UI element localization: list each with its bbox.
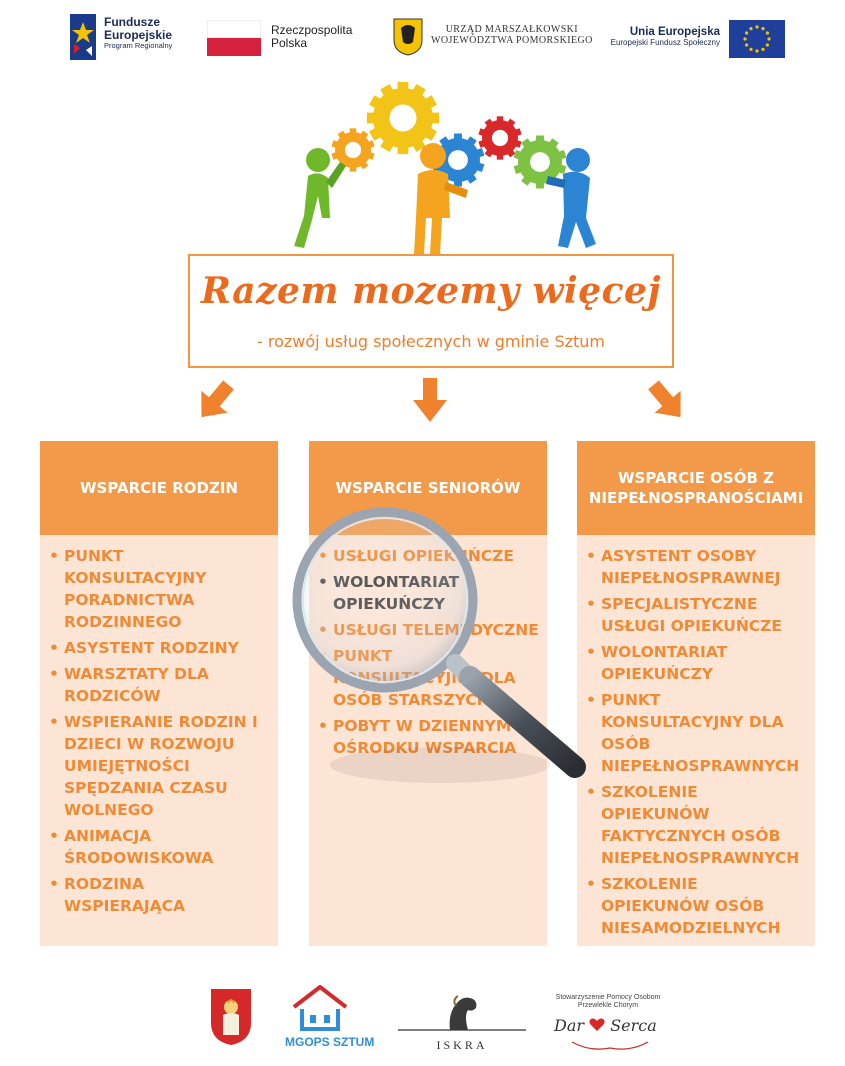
eu-star bbox=[745, 31, 749, 35]
serca-label: Serca bbox=[610, 1016, 657, 1035]
logo-fundusze-europejskie: Fundusze Europejskie Program Regionalny bbox=[70, 14, 190, 62]
logo-rzeczpospolita: Rzeczpospolita Polska bbox=[207, 18, 367, 58]
polish-flag-icon bbox=[207, 20, 261, 56]
dar-label: Dar bbox=[554, 1016, 585, 1035]
dar-serca-org-line-1: Stowarzyszenie Pomocy Osobom bbox=[555, 994, 661, 1001]
list-item: RODZINA WSPIERAJĄCA bbox=[46, 873, 270, 917]
rp-title-2: Polska bbox=[271, 36, 308, 51]
arrow-down-left-icon bbox=[201, 380, 234, 418]
arrow-down-right-icon bbox=[648, 380, 681, 418]
fe-subtitle: Program Regionalny bbox=[104, 41, 173, 51]
fe-title-2: Europejskie bbox=[104, 28, 173, 43]
list-item: ASYSTENT OSOBY NIEPEŁNOSPRAWNEJ bbox=[583, 545, 807, 589]
dar-serca-org: Stowarzyszenie Pomocy Osobom Przewlekle … bbox=[548, 994, 668, 1011]
gear-icon bbox=[478, 116, 522, 160]
um-title-2: WOJEWÓDZTWA POMORSKIEGO bbox=[431, 35, 593, 46]
eu-star bbox=[749, 47, 753, 51]
fe-star-icon bbox=[70, 14, 96, 60]
page-title: Razem mozemy więcej bbox=[201, 270, 661, 312]
list-item: POBYT W DZIENNYM OŚRODKU WSPARCIA bbox=[315, 715, 539, 759]
eu-star bbox=[767, 37, 771, 41]
eu-star bbox=[749, 27, 753, 31]
list-item: ASYSTENT RODZINY bbox=[46, 637, 270, 659]
arrow-down-icon bbox=[413, 378, 447, 422]
heart-icon bbox=[589, 1018, 605, 1031]
logo-iskra: ISKRA bbox=[398, 990, 526, 1056]
title-box: Razem mozemy więcej - rozwój usług społe… bbox=[188, 254, 674, 368]
list-item: SPECJALISTYCZNE USŁUGI OPIEKUŃCZE bbox=[583, 593, 807, 637]
blue-figure bbox=[546, 148, 596, 248]
eu-star bbox=[745, 43, 749, 47]
column-wsparcie-rodzin: WSPARCIE RODZIN PUNKT KONSULTACYJNY PORA… bbox=[40, 441, 278, 946]
column-heading: WSPARCIE OSÓB Z NIEPEŁNOSPRANOŚCIAMI bbox=[577, 441, 815, 535]
pomorskie-coat-of-arms-icon bbox=[393, 18, 423, 56]
eu-flag-icon bbox=[729, 20, 785, 58]
gear-icon bbox=[366, 81, 440, 155]
gear-icon bbox=[431, 133, 485, 187]
list-item: SZKOLENIE OPIEKUNÓW OSÓB NIESAMODZIELNYC… bbox=[583, 873, 807, 939]
logo-mgops: MGOPS SZTUM bbox=[285, 985, 390, 1055]
horse-head-icon bbox=[398, 995, 526, 1031]
sztum-coat-of-arms-icon bbox=[211, 989, 251, 1045]
eu-star bbox=[765, 31, 769, 35]
ue-subtitle: Europejski Fundusz Społeczny bbox=[610, 37, 720, 47]
list-item: SZKOLENIE OPIEKUNÓW FAKTYCZNYCH OSÓB NIE… bbox=[583, 781, 807, 869]
fe-title: Fundusze bbox=[104, 15, 160, 29]
um-title: URZĄD MARSZAŁKOWSKI bbox=[445, 24, 579, 35]
hands-icon bbox=[571, 1041, 649, 1050]
rp-title: Rzeczpospolita bbox=[271, 23, 353, 37]
eu-star bbox=[765, 43, 769, 47]
eu-star bbox=[743, 37, 747, 41]
list-item: WOLONTARIAT OPIEKUŃCZY bbox=[583, 641, 807, 685]
column-wsparcie-niepelnosprawnych: WSPARCIE OSÓB Z NIEPEŁNOSPRANOŚCIAMI ASY… bbox=[577, 441, 815, 946]
logo-urzad-marszalkowski: URZĄD MARSZAŁKOWSKI WOJEWÓDZTWA POMORSKI… bbox=[393, 16, 598, 60]
gear-icon bbox=[513, 135, 567, 189]
logo-dar-serca: Stowarzyszenie Pomocy Osobom Przewlekle … bbox=[548, 994, 668, 1054]
orange-figure bbox=[414, 143, 468, 254]
list-item: ANIMACJA ŚRODOWISKOWA bbox=[46, 825, 270, 869]
green-figure bbox=[294, 148, 346, 248]
eu-star bbox=[755, 49, 759, 53]
eu-star bbox=[755, 25, 759, 29]
list-item: WSPIERANIE RODZIN I DZIECI W ROZWOJU UMI… bbox=[46, 711, 270, 821]
iskra-label: ISKRA bbox=[436, 1038, 488, 1052]
list-item: PUNKT KONSULTACYJNY PORADNICTWA RODZINNE… bbox=[46, 545, 270, 633]
dar-serca-org-line-2: Przewlekle Chorym bbox=[577, 1002, 639, 1010]
mgops-house-icon bbox=[292, 985, 348, 1031]
item-list: PUNKT KONSULTACYJNY PORADNICTWA RODZINNE… bbox=[40, 535, 278, 917]
magnifying-glass-icon bbox=[292, 507, 586, 783]
teamwork-gears-illustration bbox=[294, 81, 596, 254]
list-item: WARSZTATY DLA RODZICÓW bbox=[46, 663, 270, 707]
mgops-label: MGOPS SZTUM bbox=[285, 1035, 375, 1049]
list-item: PUNKT KONSULTACYJNY DLA OSÓB NIEPEŁNOSPR… bbox=[583, 689, 807, 777]
eu-star bbox=[761, 47, 765, 51]
page-subtitle: - rozwój usług społecznych w gminie Sztu… bbox=[256, 332, 605, 351]
ue-title: Unia Europejska bbox=[629, 26, 720, 38]
item-list: ASYSTENT OSOBY NIEPEŁNOSPRAWNEJ SPECJALI… bbox=[577, 535, 815, 939]
column-heading: WSPARCIE RODZIN bbox=[40, 441, 278, 535]
eu-star bbox=[761, 27, 765, 31]
logo-unia-europejska: Unia Europejska Europejski Fundusz Społe… bbox=[602, 18, 787, 60]
